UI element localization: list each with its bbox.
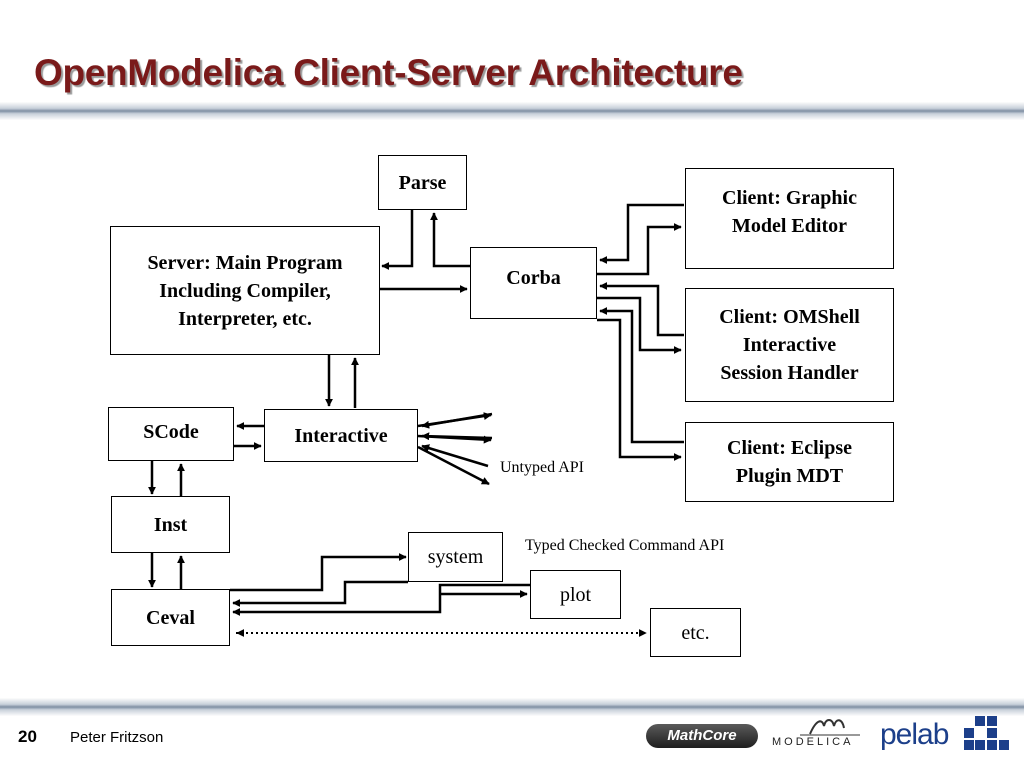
page-number: 20 [18, 727, 37, 746]
client-omshell-box: Client: OMShell Interactive Session Hand… [685, 288, 894, 402]
server-box: Server: Main Program Including Compiler,… [110, 226, 380, 355]
author-name: Peter Fritzson [70, 729, 164, 746]
arrow-eclipse-to-corba [599, 307, 684, 444]
typed-api-label: Typed Checked Command API [525, 537, 725, 554]
pelab-logo: pelab [880, 716, 1020, 756]
footer-divider [0, 698, 1024, 716]
modelica-logo: MODELICA [770, 716, 870, 752]
corba-box: Corba [470, 247, 597, 319]
pelab-logo-text: pelab [880, 718, 949, 751]
arrow-ceval-to-system [230, 553, 407, 592]
untyped-api-arrow-6 [417, 445, 490, 486]
mathcore-logo: MathCore [646, 724, 758, 748]
ceval-box: Ceval [111, 589, 230, 646]
plot-box: plot [530, 570, 621, 619]
page-title: OpenModelica Client-Server Architecture [34, 52, 743, 93]
arrow-corba-to-omshell [597, 296, 682, 354]
untyped-api-arrow-2 [417, 412, 492, 428]
parse-box: Parse [378, 155, 467, 210]
client-eclipse-box: Client: Eclipse Plugin MDT [685, 422, 894, 502]
system-box: system [408, 532, 503, 582]
untyped-api-arrow-5 [421, 444, 489, 468]
arrow-plot-to-ceval [232, 583, 530, 616]
untyped-api-label: Untyped API [500, 459, 584, 476]
pelab-squares-icon [964, 716, 1009, 750]
untyped-api-arrow-4 [417, 434, 492, 444]
arrow-corba-to-parse [430, 212, 470, 268]
arrow-corba-to-graphic [597, 223, 682, 276]
arrow-parse-to-server [381, 210, 414, 270]
interactive-box: Interactive [264, 409, 418, 462]
arrow-corba-to-eclipse [597, 318, 682, 461]
arrow-graphic-to-corba [599, 203, 684, 264]
modelica-swirl-icon [800, 719, 860, 736]
modelica-logo-text: MODELICA [772, 736, 854, 748]
arrow-system-to-ceval [232, 580, 408, 607]
inst-box: Inst [111, 496, 230, 553]
etc-box: etc. [650, 608, 741, 657]
scode-box: SCode [108, 407, 234, 461]
header-divider [0, 102, 1024, 120]
arrow-omshell-to-corba [599, 282, 684, 337]
client-graphic-editor-box: Client: Graphic Model Editor [685, 168, 894, 269]
